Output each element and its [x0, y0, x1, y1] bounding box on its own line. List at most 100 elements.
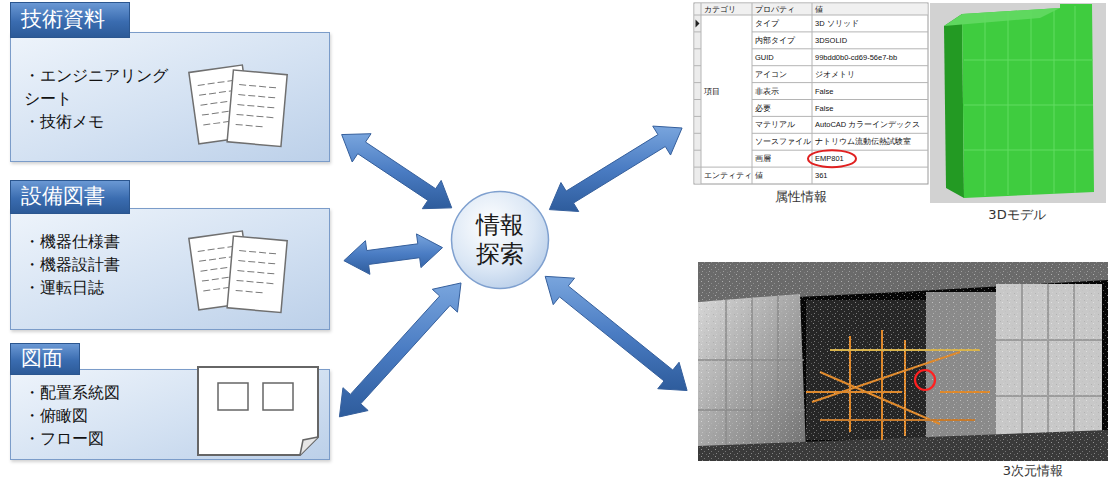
- caption-box: 3次元情報: [1003, 463, 1063, 478]
- sheet-frame: [263, 383, 293, 410]
- point-cloud-scan: [698, 262, 1108, 461]
- highlight-ring: [808, 150, 856, 167]
- table-cell: 内部タイプ: [755, 36, 795, 45]
- table-cell-box: ソースファイル: [755, 137, 811, 146]
- table-cell: エンティティ: [704, 171, 752, 180]
- panel-heading: 技術資料: [21, 8, 105, 31]
- table-grid: [694, 3, 928, 184]
- list-item: ・エンジニアリング シート: [24, 64, 176, 110]
- table-cell-box: 項目: [704, 87, 720, 96]
- block-arrow: [339, 283, 461, 417]
- image-panel: 属性情報: [694, 3, 928, 184]
- table-cell-box: False: [815, 87, 833, 96]
- table-cell-box: ナトリウム流動伝熱試験室: [815, 137, 911, 146]
- page-sheet: [227, 70, 287, 146]
- table-cell: 非表示: [755, 87, 779, 96]
- list-item: ・機器仕様書: [24, 230, 176, 253]
- list-item: ・配置系統図: [24, 381, 176, 404]
- table-cell: EMP801: [815, 154, 844, 163]
- table-cell-box: 99bdd0b0-cd69-56e7-bb: [815, 53, 897, 62]
- green-3d-model: [930, 3, 1106, 203]
- table-cell-box: 361: [815, 171, 828, 180]
- table-cell-box: エンティティ: [704, 171, 752, 180]
- table-cell: カテゴリ: [704, 5, 736, 14]
- list-item: ・技術メモ: [24, 110, 176, 133]
- document-icon: [189, 65, 287, 146]
- block-arrow: [342, 134, 452, 209]
- list-item: ・俯瞰図: [24, 404, 176, 427]
- table-cell: 画層: [755, 154, 771, 163]
- table-cell: AutoCAD カラーインデックス: [815, 120, 920, 129]
- sheet-frame: [218, 383, 248, 410]
- table-cell: 3DSOLID: [815, 36, 847, 45]
- panel-list: ・配置系統図・俯瞰図・フロー図: [24, 381, 176, 450]
- grid-line: [694, 32, 928, 150]
- page-outline: [227, 70, 287, 146]
- sheet-fold: [300, 437, 318, 455]
- document-icon: [189, 231, 287, 312]
- model-front-face: [962, 4, 1094, 198]
- model-side-face: [944, 14, 964, 198]
- block-arrow: [549, 126, 682, 211]
- table-cell-box: GUID: [755, 53, 774, 62]
- table-cell: 必要: [755, 104, 771, 113]
- model-top-face: [944, 8, 1060, 26]
- table-cell: 361: [815, 171, 828, 180]
- grid-line: [694, 167, 928, 168]
- table-cell-box: 画層: [755, 154, 771, 163]
- panel-tab: 図面: [10, 343, 80, 375]
- table-cell-box: マテリアル: [755, 120, 795, 129]
- table-cell: 値: [755, 171, 763, 180]
- panel-list: ・エンジニアリング シート・技術メモ: [24, 64, 176, 133]
- table-cell-box: ジオメトリ: [815, 70, 855, 79]
- model-mesh: [964, 6, 1093, 196]
- page-lines: [236, 85, 278, 128]
- table-cell-box: カテゴリ: [704, 5, 736, 14]
- panel-heading: 設備図書: [21, 185, 105, 208]
- row-marker: [696, 20, 700, 28]
- sheet-outline: [198, 367, 318, 455]
- table-cell-box: 3DSOLID: [815, 36, 847, 45]
- table-cell: ジオメトリ: [815, 70, 855, 79]
- scan-speckle: [698, 262, 1108, 461]
- table-cell: アイコン: [755, 70, 787, 79]
- grid-line: [752, 3, 753, 184]
- table-cell: ソースファイル: [755, 137, 811, 146]
- table-cell-box: AutoCAD カラーインデックス: [815, 120, 920, 129]
- table-cell: 3D ソリッド: [815, 19, 859, 28]
- table-cell-box: 値: [815, 5, 823, 14]
- table-cell-box: 3D ソリッド: [815, 19, 859, 28]
- list-item: ・機器設計書: [24, 253, 176, 276]
- table-frame: [694, 3, 928, 184]
- table-cell: ナトリウム流動伝熱試験室: [815, 137, 911, 146]
- table-cell: タイプ: [755, 19, 779, 28]
- image-caption: 属性情報: [775, 189, 827, 204]
- table-cell-box: EMP801: [815, 154, 844, 163]
- table-cell: False: [815, 104, 833, 113]
- scan-ground: [698, 262, 1108, 461]
- table-cell: 項目: [704, 87, 720, 96]
- property-table: [694, 3, 928, 184]
- block-arrow: [545, 276, 687, 390]
- page-sheet: [227, 236, 287, 312]
- image-panel: 3次元情報: [698, 262, 1108, 461]
- panel-tab: 技術資料: [10, 2, 130, 38]
- table-cell: プロパティ: [755, 5, 795, 14]
- list-item: ・フロー図: [24, 427, 176, 450]
- panel-tab: 設備図書: [10, 180, 130, 214]
- block-arrow: [344, 234, 443, 274]
- page-lines: [236, 251, 278, 294]
- table-cell-box: アイコン: [755, 70, 787, 79]
- image-caption: 3次元情報: [1003, 463, 1063, 478]
- hub-disc: [452, 192, 549, 289]
- grid-line: [812, 3, 813, 184]
- panel-list: ・機器仕様書・機器設計書・運転日誌: [24, 230, 176, 299]
- list-item: ・運転日誌: [24, 276, 176, 299]
- table-cell-box: 非表示: [755, 87, 779, 96]
- table-cell: マテリアル: [755, 120, 795, 129]
- highlight-ring: [915, 370, 935, 390]
- caption-box: 3Dモデル: [988, 207, 1045, 222]
- image-caption: 3Dモデル: [988, 207, 1045, 222]
- table-cell-box: 必要: [755, 104, 771, 113]
